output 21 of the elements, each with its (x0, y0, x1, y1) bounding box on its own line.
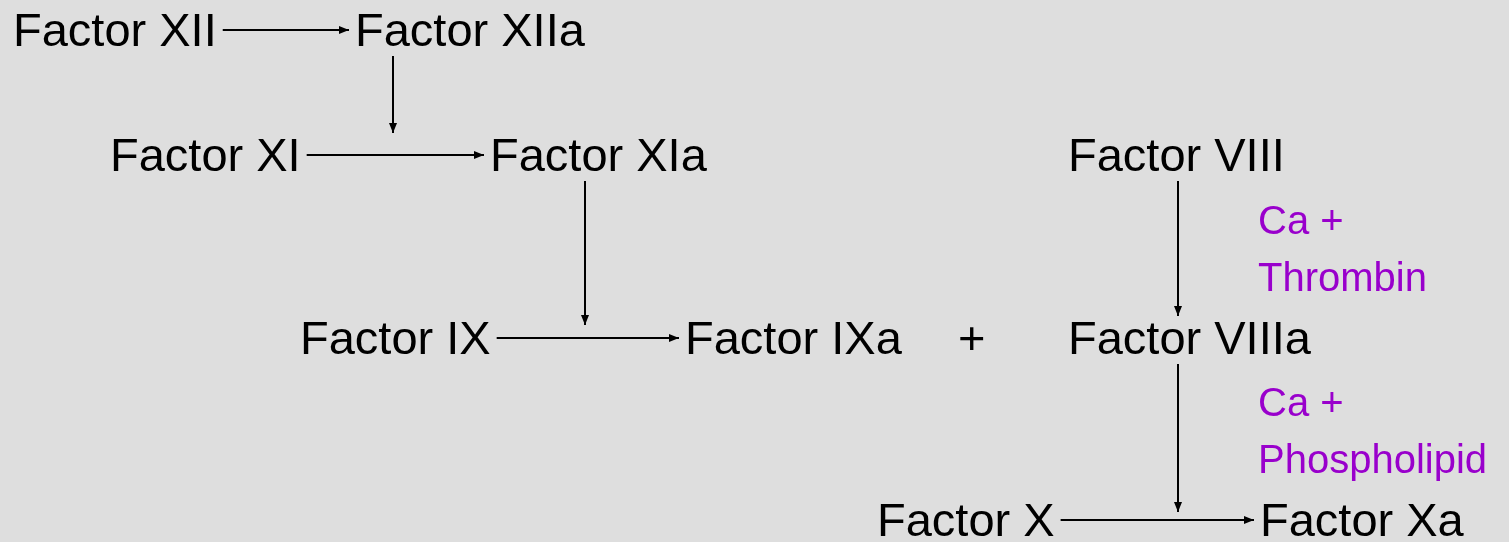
factor-label: Factor Xa (1254, 498, 1470, 542)
arrow (1174, 363, 1182, 513)
factor-label: Factor IXa (679, 316, 908, 360)
arrow (389, 55, 397, 134)
factor-label: Factor XIIa (349, 8, 591, 52)
arrow (305, 151, 485, 159)
plus-sign: + (958, 316, 986, 360)
arrow (221, 26, 350, 34)
edge-label: Ca + Thrombin (1258, 197, 1428, 301)
factor-label: Factor XI (104, 133, 307, 177)
factor-label: Factor XIa (484, 133, 713, 177)
factor-label: Factor XII (7, 8, 223, 52)
factor-label: Factor IX (294, 316, 497, 360)
arrow (1174, 180, 1182, 317)
arrow (495, 334, 680, 342)
arrow (1059, 516, 1255, 524)
factor-label: Factor X (871, 498, 1061, 542)
edge-label: Ca + Phospholipid (1258, 379, 1489, 483)
arrow (581, 180, 589, 326)
factor-label: Factor VIII (1062, 133, 1291, 177)
factor-label: Factor VIIIa (1062, 316, 1317, 360)
